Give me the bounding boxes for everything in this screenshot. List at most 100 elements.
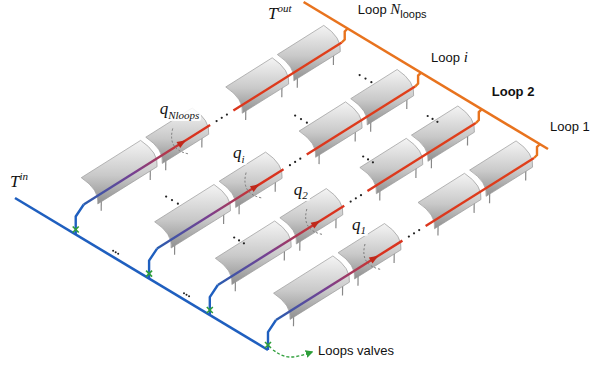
index-text: loops (176, 109, 200, 121)
loop-valve (207, 307, 213, 313)
loop-u-turn (415, 73, 421, 87)
ellipsis-dot (300, 118, 302, 120)
trough-mirror (338, 224, 401, 279)
outlet-temperature: Tout (268, 2, 292, 23)
flow-arc (172, 129, 189, 154)
ellipsis-dot (362, 155, 364, 157)
loop-valve (73, 226, 79, 232)
ellipsis-dot (177, 203, 179, 205)
flow-rate-label: q2 (292, 181, 310, 201)
ellipsis-dot (436, 121, 438, 123)
ellipsis-dot (431, 118, 433, 120)
trough-mirror (274, 256, 350, 320)
index-text: 1 (360, 224, 366, 236)
ellipsis-dot (364, 78, 366, 80)
trough-mirror (351, 69, 414, 124)
ellipsis-dot (372, 161, 374, 163)
ellipsis-dot (165, 195, 167, 197)
index-text: loops (400, 8, 426, 20)
loop-label: Loop i (431, 49, 468, 66)
loop-label: Loop 1 (550, 120, 590, 134)
trough-mirror (360, 138, 423, 193)
index-text: out (277, 2, 291, 14)
trough-mirror (226, 58, 289, 113)
loop-u-turn (534, 144, 540, 158)
label-text: Loop 1 (550, 119, 590, 134)
absorber-pipe (233, 42, 341, 110)
index-text: N (168, 109, 175, 121)
ellipsis-dot (117, 253, 119, 255)
label-text: i (464, 49, 468, 65)
gap-dot (289, 164, 291, 166)
ellipsis-dot (359, 74, 361, 76)
gap-dot (408, 235, 410, 237)
ellipsis-dot (171, 199, 173, 201)
flow-arrowhead (177, 140, 186, 148)
ellipsis-dot (370, 81, 372, 83)
flow-arrowhead (250, 184, 259, 192)
trough-mirror (215, 221, 291, 285)
flow-rate-label: qi (231, 144, 247, 164)
index-text: 2 (302, 189, 308, 201)
ellipsis-dot (188, 295, 190, 297)
trough-mirror (411, 106, 474, 161)
ellipsis-dot (243, 242, 245, 244)
flow-rate-label: q1 (350, 216, 368, 236)
loop-valve (146, 271, 152, 277)
label-text: T (10, 172, 19, 191)
trough-mirror (81, 140, 157, 204)
flow-arrowhead (311, 221, 320, 229)
loop-label: Loop Nloops (358, 1, 427, 20)
trough-mirror (299, 102, 362, 157)
gap-dot (418, 229, 420, 231)
index-text: in (19, 170, 28, 182)
gap-dot (413, 232, 415, 234)
label-text: q (294, 180, 303, 199)
ellipsis-dot (112, 250, 114, 252)
trough-mirror (155, 184, 231, 248)
loop-u-turn (476, 109, 482, 123)
label-text: q (233, 143, 242, 162)
absorber-pipe (276, 241, 402, 320)
flow-arc (306, 209, 323, 234)
trough-mirror (277, 25, 340, 80)
label-text: q (160, 99, 169, 118)
gap-dot (215, 120, 217, 122)
flow-arc (364, 244, 381, 269)
trough-mirror (470, 141, 533, 196)
ellipsis-dot (294, 114, 296, 116)
trough-mirror (418, 173, 481, 228)
loop-label: Loop 2 (492, 85, 535, 99)
gap-dot (299, 158, 301, 160)
gap-dot (355, 197, 357, 199)
flow-arc (245, 173, 262, 198)
ellipsis-dot (183, 292, 185, 294)
label-text: Loop (358, 2, 391, 17)
gap-dot (360, 194, 362, 196)
ellipsis-dot (186, 294, 188, 296)
ellipsis-dot (427, 115, 429, 117)
flow-arrowhead (369, 256, 378, 264)
label-text: q (352, 215, 361, 234)
trough-mirror (219, 152, 282, 207)
gap-dot (221, 117, 223, 119)
gap-dot (350, 201, 352, 203)
absorber-pipe (84, 125, 210, 204)
ellipsis-dot (115, 251, 117, 253)
loop-u-turn (342, 28, 348, 42)
gap-dot (226, 113, 228, 115)
index-text: i (242, 153, 245, 165)
ellipsis-dot (306, 122, 308, 124)
valves-label: Loops valves (318, 344, 394, 358)
label-text: T (268, 4, 277, 23)
label-text: Loop (431, 50, 464, 65)
ellipsis-dot (238, 239, 240, 241)
collector-loop (265, 141, 540, 350)
label-text: N (390, 1, 400, 17)
ellipsis-dot (367, 158, 369, 160)
label-text: Loop 2 (492, 84, 535, 99)
gap-dot (294, 161, 296, 163)
valves-leader (273, 350, 312, 357)
absorber-pipe (426, 158, 534, 226)
